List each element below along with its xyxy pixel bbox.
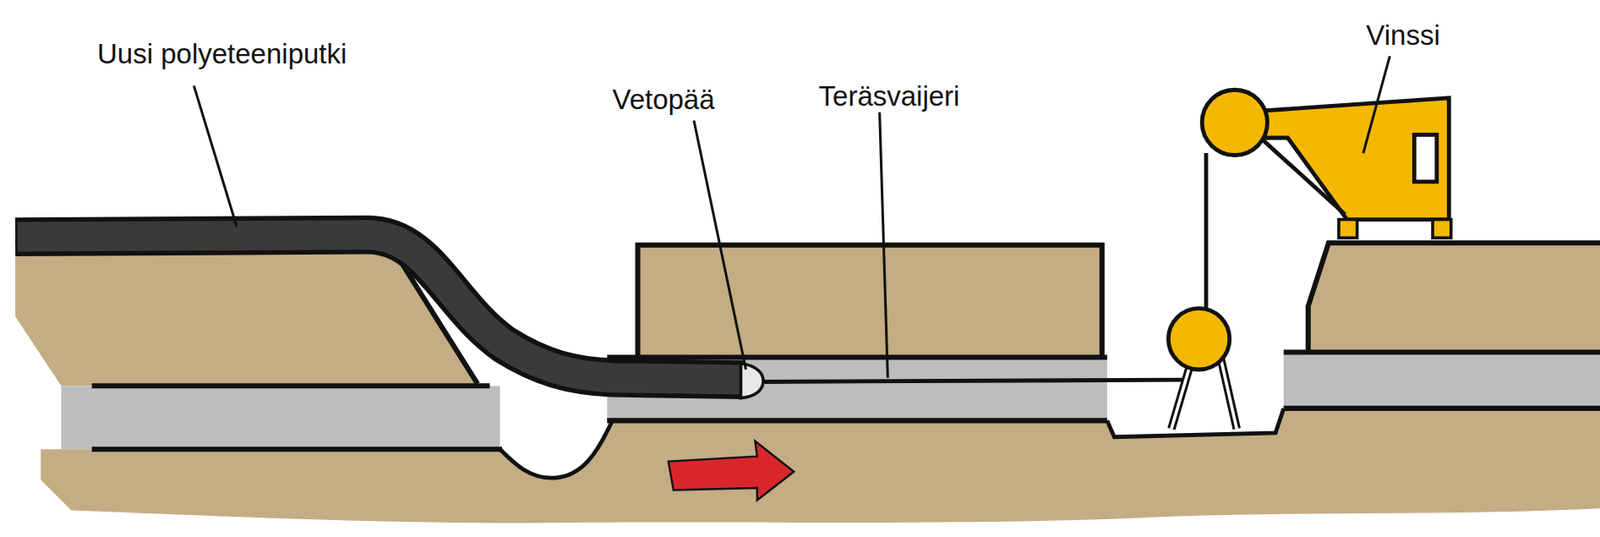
lower-pulley	[1168, 308, 1229, 370]
leader-line	[193, 55, 1390, 377]
winch-pulley	[1201, 89, 1267, 155]
pulling-head	[740, 363, 764, 399]
pe-pipe	[17, 234, 743, 380]
winch-window	[1414, 134, 1437, 182]
old-pipe-edge	[92, 385, 503, 449]
part-label: Vinssi	[1365, 20, 1440, 51]
part-label: Vetopää	[611, 84, 715, 115]
soil-middle	[638, 245, 1103, 358]
old-pipe	[1283, 351, 1600, 408]
soil-middle-edge	[638, 245, 1103, 358]
part-label: Teräsvaijeri	[819, 81, 961, 112]
old-pipe	[60, 385, 500, 449]
direction-arrow	[668, 441, 794, 501]
winch-brace	[1256, 134, 1345, 214]
pe-pipe-outline	[15, 234, 743, 380]
soil-right-edge	[1308, 242, 1600, 352]
steel-cable	[763, 152, 1207, 382]
winch-leg	[1338, 219, 1358, 239]
part-label: Uusi polyeteeniputki	[97, 38, 347, 70]
winch-arm	[1239, 98, 1449, 220]
winch-leg	[1432, 219, 1452, 239]
soil-right	[1308, 242, 1600, 352]
old-pipe-edge	[1283, 351, 1600, 408]
